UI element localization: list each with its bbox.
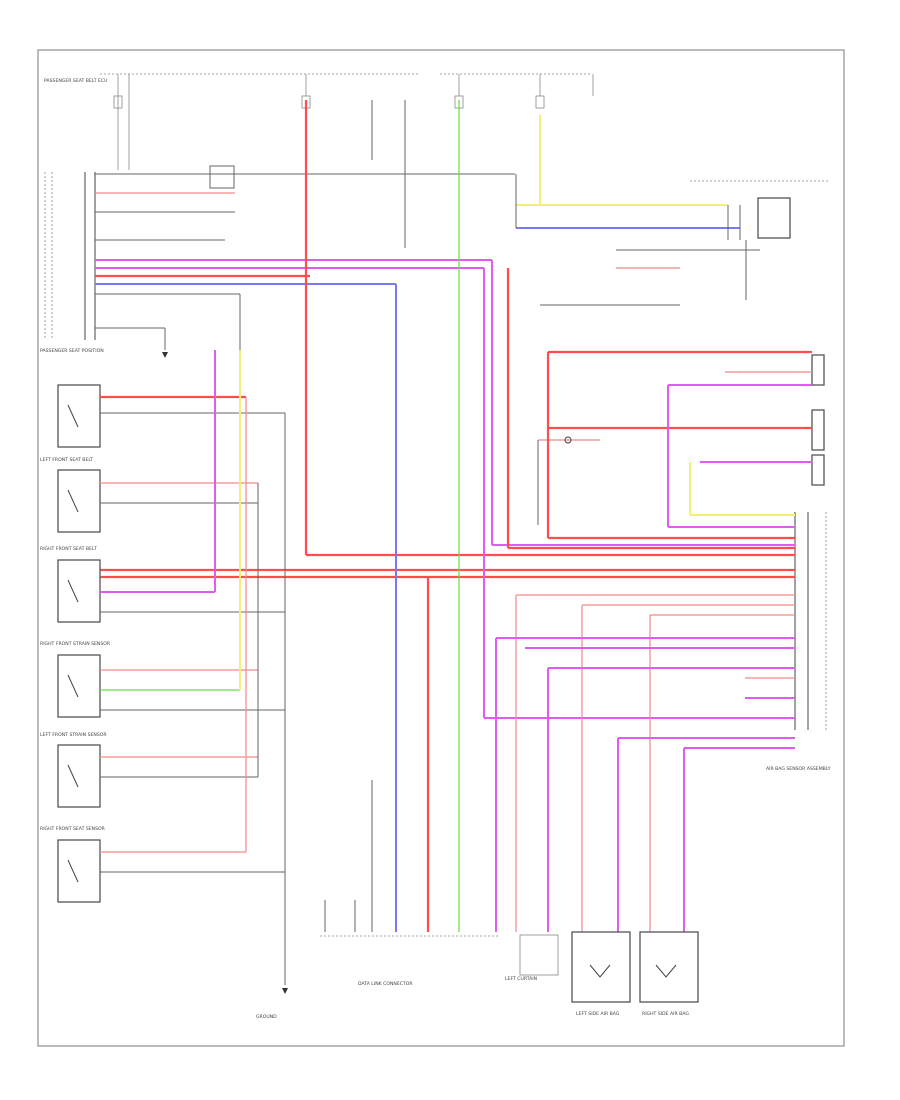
ecu-signal-lines (95, 100, 515, 358)
diagram-frame (37, 49, 845, 1047)
dlc-label: DATA LINK CONNECTOR (358, 981, 413, 987)
seat-switch-2-label: LEFT FRONT SEAT BELT (40, 457, 93, 463)
right-side-airbag-label: RIGHT SIDE AIR BAG (642, 1011, 689, 1017)
airbag-sensor-label: AIR BAG SENSOR ASSEMBLY (766, 766, 831, 772)
left-curtain-label: LEFT CURTAIN (505, 976, 537, 982)
seat-switch-modules (57, 384, 101, 903)
passenger-ecu-label: PASSENGER SEAT BELT ECU (44, 78, 108, 84)
airbag-sensor-assembly (794, 512, 827, 730)
passenger-ecu (44, 172, 96, 340)
top-power-bus (100, 73, 830, 182)
seat-switch-1-label: PASSENGER SEAT POSITION (40, 348, 104, 354)
main-harness (100, 100, 795, 932)
bottom-pins (320, 780, 559, 976)
ground-label: GROUND (256, 1014, 277, 1020)
left-side-airbag-label: LEFT SIDE AIR BAG (576, 1011, 620, 1017)
right-top-connectors (515, 115, 791, 306)
seat-module-wires (100, 350, 288, 994)
seat-switch-4-label: RIGHT FRONT STRAIN SENSOR (40, 641, 111, 647)
seat-switch-5-label: LEFT FRONT STRAIN SENSOR (40, 732, 107, 738)
squib-blocks (571, 931, 699, 1003)
seat-switch-3-label: RIGHT FRONT SEAT BELT (40, 546, 97, 552)
seat-switch-6-label: RIGHT FRONT SEAT SENSOR (40, 826, 106, 832)
right-side-components (537, 350, 825, 527)
